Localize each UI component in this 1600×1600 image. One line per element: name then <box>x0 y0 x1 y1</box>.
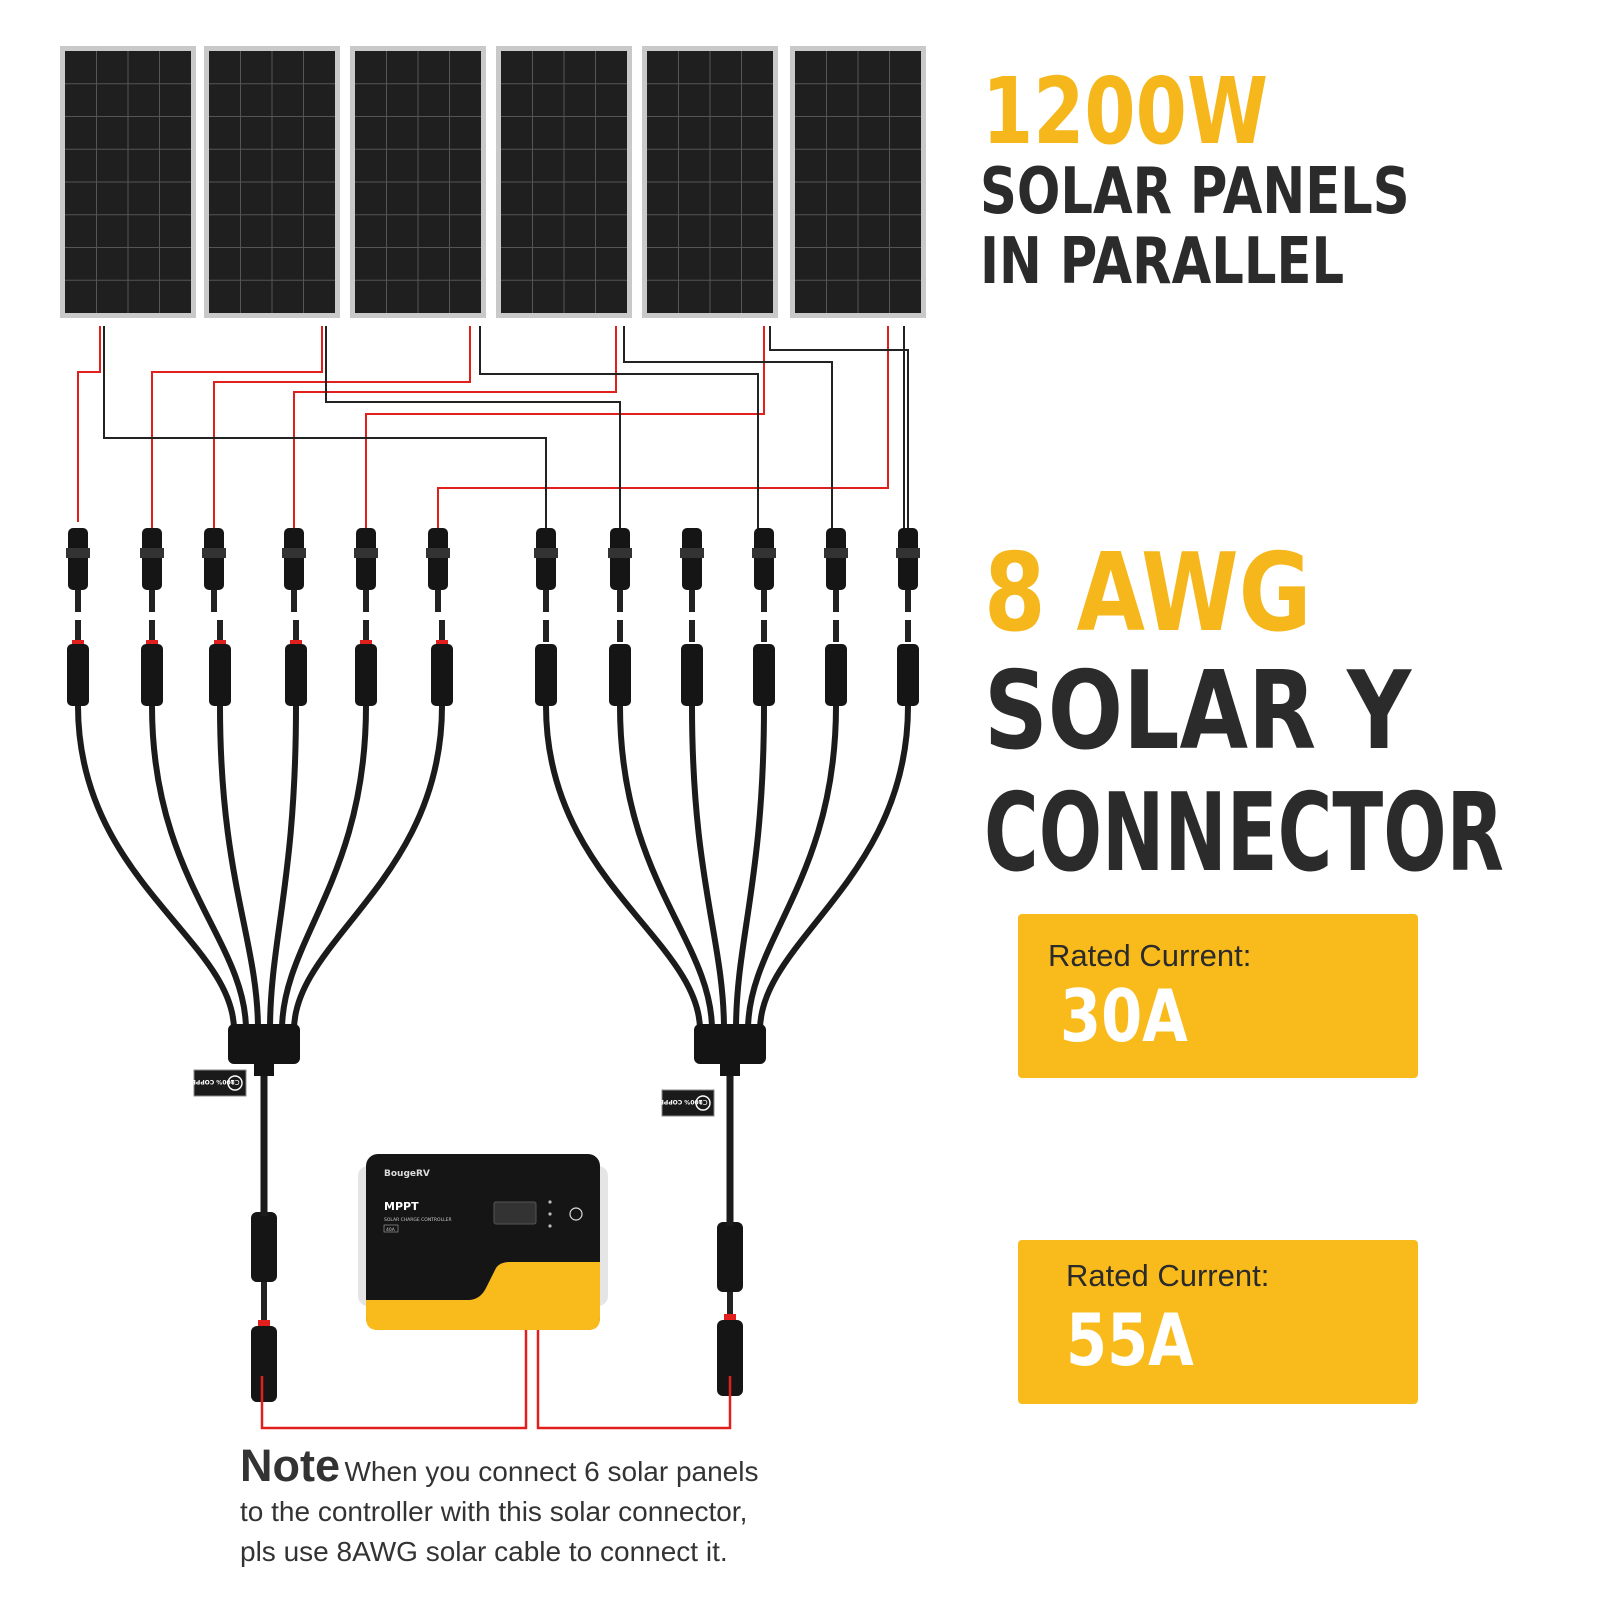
note-line-3: pls use 8AWG solar cable to connect it. <box>240 1536 728 1567</box>
mc4-connector-branch <box>681 620 703 706</box>
branch-cable <box>733 703 767 1033</box>
branch-cable <box>745 703 839 1033</box>
mc4-connector-branch <box>897 620 919 706</box>
mc4-output-connector <box>717 1222 743 1396</box>
mc4-connector-branch <box>825 620 847 706</box>
charge-controller: BougeRV MPPT SOLAR CHARGE CONTROLLER 40A <box>358 1154 608 1330</box>
callout-label: Rated Current: <box>1066 1258 1270 1293</box>
panel-wire <box>103 326 547 532</box>
connector-gauge: 8 AWG <box>984 531 1312 656</box>
panel-wire <box>623 326 833 532</box>
mc4-connector-top <box>680 528 704 612</box>
headline-wattage: 1200W <box>982 58 1269 165</box>
callout-value: 30A <box>1060 974 1188 1058</box>
branch-cable <box>279 703 369 1033</box>
mc4-connector-branch <box>431 620 453 706</box>
note-block: Note When you connect 6 solar panels to … <box>240 1440 840 1572</box>
mc4-connector-top <box>896 528 920 612</box>
panel-wire <box>479 326 759 532</box>
panel-wire <box>769 326 909 532</box>
note-line-1: When you connect 6 solar panels <box>344 1456 759 1487</box>
connector-name-line2: CONNECTOR <box>984 771 1504 896</box>
note-heading: Note <box>240 1440 340 1491</box>
mc4-connector-top <box>608 528 632 612</box>
controller-subtitle: SOLAR CHARGE CONTROLLER <box>384 1217 452 1223</box>
copper-tag-right: Cu 100% COPPER <box>655 1089 715 1117</box>
rated-current-callout-55a: Rated Current: 55A <box>1018 1240 1418 1404</box>
mc4-connector-branch <box>355 620 377 706</box>
mc4-connector-top <box>534 528 558 612</box>
connector-name-line1: SOLAR Y <box>984 649 1412 774</box>
output-wire-negative <box>536 1326 732 1430</box>
mc4-connector-branch <box>209 620 231 706</box>
controller-led <box>548 1212 552 1216</box>
cu-text: Cu <box>698 1098 707 1106</box>
solar-panel <box>496 46 632 318</box>
y-junction-hub <box>228 1024 300 1216</box>
panel-wire <box>365 326 765 532</box>
panel-wire <box>437 326 889 532</box>
controller-rating: 40A <box>386 1227 396 1233</box>
y-junction-hubs <box>228 1024 766 1226</box>
mc4-connector-branch <box>285 620 307 706</box>
y-junction-hub <box>694 1024 766 1226</box>
callout-value: 55A <box>1066 1298 1194 1382</box>
copper-tag-left: Cu 100% COPPER <box>187 1069 247 1097</box>
output-wire-positive <box>260 1326 528 1430</box>
panel-wire <box>325 326 621 532</box>
callout-label: Rated Current: <box>1048 938 1252 973</box>
solar-panel <box>60 46 196 318</box>
panel-wire <box>151 326 323 532</box>
solar-panel <box>204 46 340 318</box>
mc4-connector-top <box>354 528 378 612</box>
mc4-connector-branch <box>753 620 775 706</box>
branch-cable <box>217 703 261 1033</box>
rated-current-callout-30a: Rated Current: 30A <box>1018 914 1418 1078</box>
mc4-connector-top <box>140 528 164 612</box>
mc4-connector-top <box>66 528 90 612</box>
headline-panels-line1: SOLAR PANELS <box>980 155 1410 229</box>
copper-text: 100% COPPER <box>655 1098 703 1105</box>
controller-button <box>569 1207 583 1221</box>
solar-panel <box>350 46 486 318</box>
branch-cable <box>75 703 237 1033</box>
branch-cable <box>291 703 445 1033</box>
mc4-connector-top <box>202 528 226 612</box>
panel-wires <box>77 326 909 532</box>
branch-cable <box>689 703 727 1033</box>
mc4-connectors <box>66 528 920 1402</box>
cu-text: Cu <box>230 1078 239 1086</box>
mc4-connector-top <box>282 528 306 612</box>
mc4-connector-top <box>426 528 450 612</box>
panel-wire <box>213 326 471 532</box>
mc4-connector-top <box>752 528 776 612</box>
controller-brand: BougeRV <box>384 1169 430 1179</box>
mc4-connector-branch <box>67 620 89 706</box>
controller-led <box>548 1224 552 1228</box>
panel-wire <box>293 326 617 532</box>
controller-led <box>548 1200 552 1204</box>
copper-text: 100% COPPER <box>187 1078 235 1085</box>
branch-cable <box>267 703 299 1033</box>
mc4-output-connector <box>251 1212 277 1402</box>
mc4-connector-branch <box>141 620 163 706</box>
branch-cable <box>149 703 249 1033</box>
mc4-connector-top <box>824 528 848 612</box>
solar-panel <box>642 46 778 318</box>
mc4-connector-branch <box>609 620 631 706</box>
branch-cable <box>757 703 911 1033</box>
controller-display <box>493 1201 537 1225</box>
branch-cable <box>617 703 715 1033</box>
y-connector-cables <box>75 703 911 1033</box>
branch-cable <box>543 703 703 1033</box>
controller-model: MPPT <box>384 1200 419 1213</box>
mc4-connector-branch <box>535 620 557 706</box>
solar-panels <box>60 46 926 318</box>
panel-wire <box>77 326 101 522</box>
headline-panels-line2: IN PARALLEL <box>980 225 1345 299</box>
solar-panel <box>790 46 926 318</box>
note-line-2: to the controller with this solar connec… <box>240 1496 748 1527</box>
